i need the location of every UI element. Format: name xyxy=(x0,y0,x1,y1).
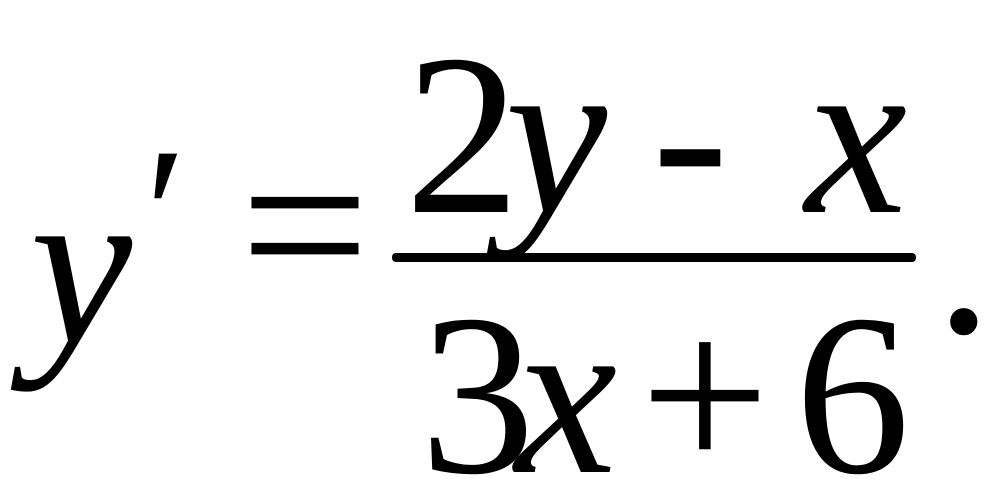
numerator-variable-x: x xyxy=(805,7,908,262)
lhs-variable-y: y xyxy=(30,137,133,392)
numerator-variable-y: y xyxy=(505,7,608,262)
numerator-coefficient: 2 xyxy=(405,7,520,262)
denominator-variable-x: x xyxy=(515,267,618,500)
plus-sign: + xyxy=(640,267,770,500)
denominator-constant: 6 xyxy=(795,267,910,500)
equals-sign: = xyxy=(240,97,370,352)
prime-mark: ′ xyxy=(145,110,187,320)
minus-sign: - xyxy=(652,7,729,262)
period: . xyxy=(935,127,993,382)
denominator-coefficient: 3 xyxy=(420,267,535,500)
fraction-bar xyxy=(392,253,916,262)
